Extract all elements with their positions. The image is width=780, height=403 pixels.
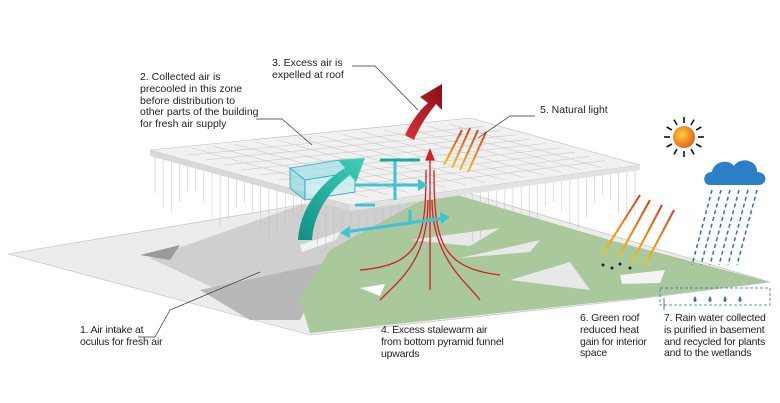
label-natural-light: 5. Natural light xyxy=(540,104,608,116)
label-excess-air: 3. Excess air is expelled at roof xyxy=(272,57,344,81)
label-air-intake: 1. Air intake at oculus for fresh air xyxy=(80,324,163,348)
rain-streak xyxy=(709,189,731,266)
green-roof-area xyxy=(300,190,770,333)
label-rain-water: 7. Rain water collected is purified in b… xyxy=(664,312,766,360)
sun-icon xyxy=(664,117,704,157)
rain-cloud-icon xyxy=(691,160,766,302)
sun-ray xyxy=(666,126,673,131)
rainwater-tank xyxy=(659,287,771,306)
sun-ray xyxy=(695,126,702,131)
grid-line xyxy=(223,134,516,166)
sun-ray xyxy=(666,143,673,148)
exhaust-arrow xyxy=(405,84,442,140)
green-roof-plants xyxy=(601,262,632,270)
air-intake-arrow xyxy=(298,158,365,240)
leader-lines xyxy=(138,65,665,338)
rain-streak xyxy=(700,189,722,266)
ground-plane xyxy=(7,184,771,336)
rain-streak xyxy=(718,189,740,266)
sun-ray xyxy=(690,148,695,155)
rain-streak xyxy=(736,189,758,266)
sun-ray xyxy=(695,143,702,148)
grid-line xyxy=(331,160,606,196)
sun-ray xyxy=(673,119,678,126)
grid-line xyxy=(241,138,531,171)
grid-line xyxy=(205,130,501,161)
sun-ray xyxy=(673,148,678,155)
rain-streak xyxy=(691,189,713,266)
label-green-roof: 6. Green roof reduced heat gain for inte… xyxy=(580,312,647,360)
label-stale-air: 4. Excess stalewarm air from bottom pyra… xyxy=(381,324,504,360)
label-collected-air: 2. Collected air is precooled in this zo… xyxy=(140,71,259,131)
sun-ray xyxy=(690,119,695,126)
sunlight-rays xyxy=(443,127,675,266)
grid-line xyxy=(187,126,486,156)
cool-air-arrows xyxy=(340,158,450,238)
rain-streak xyxy=(727,189,749,266)
